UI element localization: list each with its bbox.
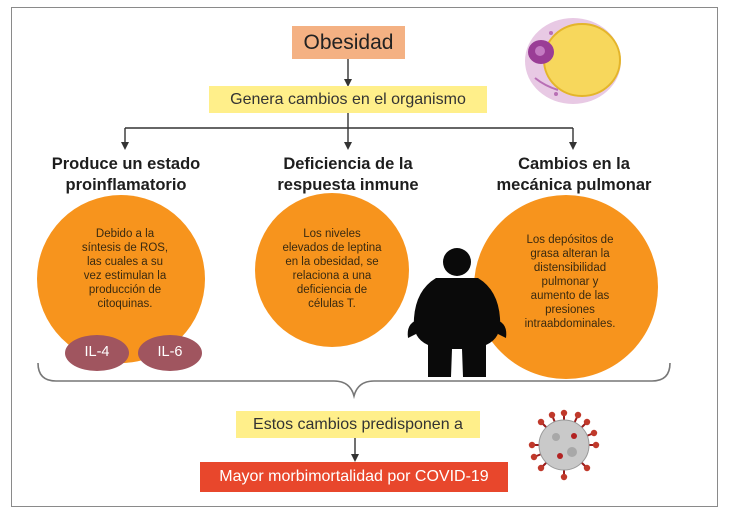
branch2-text: Los niveles elevados de leptina en la ob… bbox=[268, 227, 396, 311]
branch2-text-line: Los niveles bbox=[303, 228, 361, 240]
branch2-heading-line2: respuesta inmune bbox=[277, 176, 419, 194]
immune-circle bbox=[255, 193, 409, 347]
branch1-heading-line2: proinflamatorio bbox=[65, 176, 187, 194]
obese-person-icon bbox=[407, 248, 507, 377]
branch3-text-line: pulmonar y bbox=[541, 276, 599, 288]
outcome-node: Mayor morbimortalidad por COVID-19 bbox=[200, 462, 508, 492]
branch2-text-line: deficiencia de bbox=[296, 284, 368, 296]
branch1-text-line: vez estimulan la bbox=[83, 270, 167, 282]
step2-node: Estos cambios predisponen a bbox=[236, 411, 480, 438]
branch2-heading: Deficiencia de la respuesta inmune bbox=[250, 154, 446, 196]
proinflammatory-circle bbox=[37, 195, 205, 363]
coronavirus-icon bbox=[528, 409, 600, 481]
branch2-text-line: relaciona a una bbox=[292, 270, 372, 282]
il4-pill bbox=[65, 335, 129, 371]
branch1-text-line: síntesis de ROS, bbox=[81, 242, 169, 254]
il4-label: IL-4 bbox=[84, 344, 110, 360]
branch3-text-line: presiones bbox=[545, 304, 595, 316]
branch3-text-line: intraabdominales. bbox=[524, 318, 616, 330]
branch1-text-line: producción de bbox=[88, 284, 162, 296]
step1-node: Genera cambios en el organismo bbox=[209, 86, 487, 113]
branch3-text-line: grasa alteran la bbox=[530, 248, 610, 260]
branch3-text-line: Los depósitos de bbox=[526, 234, 614, 246]
branch2-text-line: elevados de leptina bbox=[282, 242, 382, 254]
root-node-obesidad: Obesidad bbox=[292, 26, 405, 59]
branch1-heading: Produce un estado proinflamatorio bbox=[31, 154, 221, 196]
pulmonary-circle bbox=[474, 195, 658, 379]
connectors bbox=[121, 59, 577, 462]
branch1-text-line: las cuales a su bbox=[86, 256, 164, 268]
branch3-heading-line2: mecánica pulmonar bbox=[496, 176, 652, 194]
il6-label: IL-6 bbox=[157, 344, 183, 360]
branch3-text-line: aumento de las bbox=[530, 290, 610, 302]
branch1-text-line: citoquinas. bbox=[97, 298, 153, 310]
branch3-heading-line1: Cambios en la bbox=[518, 155, 630, 173]
branch3-text: Los depósitos de grasa alteran la disten… bbox=[507, 233, 633, 331]
branch3-heading: Cambios en la mecánica pulmonar bbox=[478, 154, 670, 196]
branch2-heading-line1: Deficiencia de la bbox=[283, 155, 413, 173]
fat-cell-icon bbox=[525, 18, 621, 104]
grouping-brace bbox=[37, 362, 671, 400]
branch2-text-line: células T. bbox=[308, 298, 356, 310]
branch1-text: Debido a la síntesis de ROS, las cuales … bbox=[66, 227, 184, 311]
branch2-text-line: en la obesidad, se bbox=[285, 256, 379, 268]
branch3-text-line: distensibilidad bbox=[533, 262, 607, 274]
il6-pill bbox=[138, 335, 202, 371]
branch1-heading-line1: Produce un estado bbox=[51, 155, 201, 173]
branch1-text-line: Debido a la bbox=[95, 228, 155, 240]
